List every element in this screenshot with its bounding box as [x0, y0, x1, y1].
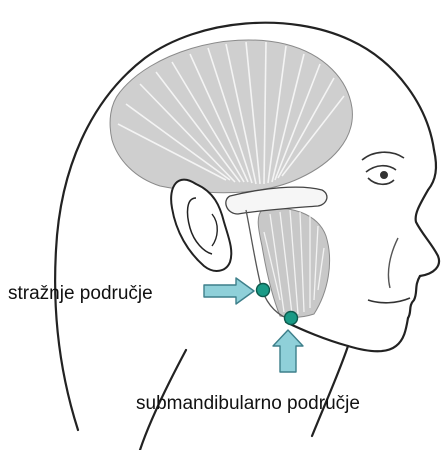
- rear-region-label: stražnje područje: [8, 284, 153, 303]
- ear: [171, 180, 231, 271]
- chin-outline: [348, 318, 408, 351]
- submandibular-region-marker: [285, 312, 298, 325]
- mouth-line: [368, 298, 410, 303]
- muscle-group: [110, 40, 352, 320]
- lips-outline: [408, 276, 420, 318]
- submandibular-region-arrow: [273, 330, 303, 372]
- forehead-outline: [428, 150, 436, 190]
- block-arrow-icon: [204, 278, 254, 304]
- rear-region-marker: [257, 284, 270, 297]
- nasolabial-fold: [388, 238, 398, 288]
- submandibular-region-label: submandibularno područje: [136, 394, 360, 413]
- rear-region-arrow: [204, 278, 254, 304]
- nose-outline: [416, 190, 439, 276]
- eye: [362, 152, 404, 184]
- neck-front-outline: [312, 346, 348, 436]
- block-arrow-icon: [273, 330, 303, 372]
